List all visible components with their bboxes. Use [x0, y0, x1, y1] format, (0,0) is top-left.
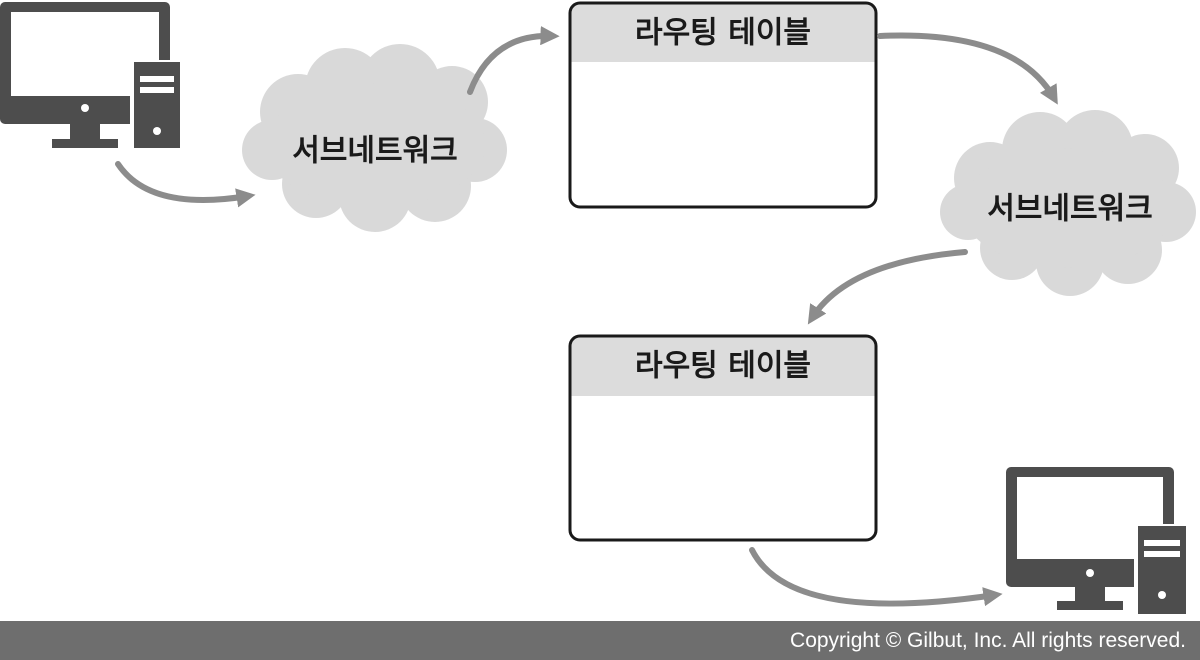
arrow-cloud1-to-table1 — [467, 26, 560, 95]
source-computer-icon — [0, 2, 180, 148]
copyright-footer: Copyright © Gilbut, Inc. All rights rese… — [0, 621, 1200, 660]
cloud-label-2: 서브네트워크 — [987, 192, 1153, 227]
cloud-label-1: 서브네트워크 — [292, 134, 458, 169]
routing-table-title-1: 라우팅 테이블 — [635, 16, 811, 51]
arrow-table2-to-computer — [749, 547, 1003, 607]
routing-table-title-2: 라우팅 테이블 — [635, 349, 811, 384]
routing-table-2: 라우팅 테이블 — [568, 334, 878, 542]
routing-table-1: 라우팅 테이블 — [568, 1, 878, 209]
subnetwork-cloud-2: 서브네트워크 — [940, 110, 1196, 296]
subnetwork-cloud-1: 서브네트워크 — [242, 44, 507, 232]
copyright-text: Copyright © Gilbut, Inc. All rights rese… — [790, 628, 1186, 652]
arrow-cloud2-to-table2 — [807, 249, 968, 325]
arrow-table1-to-cloud2 — [877, 32, 1058, 105]
routing-diagram: 서브네트워크 서브네트워크 라우팅 테이블 라우팅 테이블 — [0, 1, 1196, 614]
destination-computer-icon — [1006, 467, 1186, 614]
arrow-computer-to-cloud1 — [115, 161, 256, 208]
